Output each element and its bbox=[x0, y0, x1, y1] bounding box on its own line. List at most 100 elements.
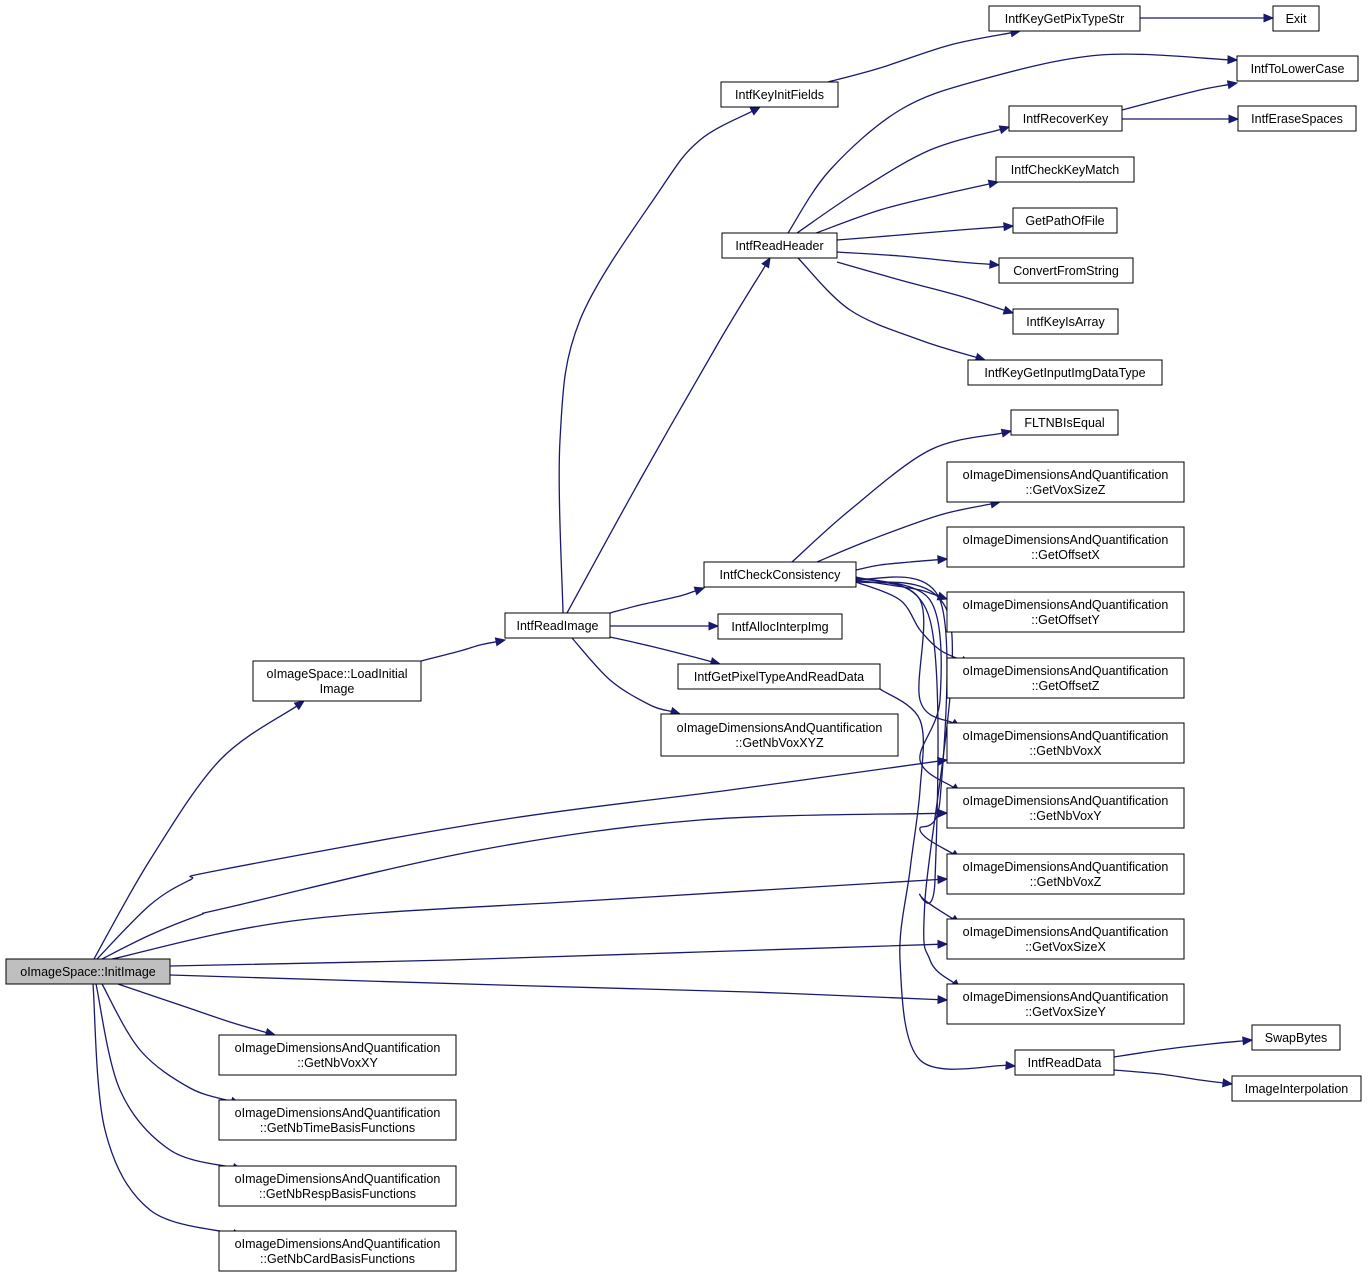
function-node[interactable]: oImageDimensionsAndQuantification::GetVo… bbox=[946, 983, 1185, 1025]
arrowhead-icon bbox=[937, 939, 949, 949]
function-node[interactable]: ConvertFromString bbox=[998, 257, 1134, 284]
function-node[interactable]: IntfReadImage bbox=[504, 612, 611, 639]
edge-line bbox=[855, 577, 954, 788]
arrowhead-icon bbox=[989, 259, 1001, 269]
edge-line bbox=[169, 943, 939, 967]
node-label: IntfEraseSpaces bbox=[1251, 112, 1343, 126]
function-node[interactable]: IntfRecoverKey bbox=[1008, 105, 1123, 132]
node-label: oImageDimensionsAndQuantification bbox=[235, 1172, 441, 1186]
node-label: IntfCheckConsistency bbox=[720, 568, 842, 582]
arrowhead-icon bbox=[937, 875, 949, 885]
edge-line bbox=[117, 983, 267, 1034]
node-box bbox=[1251, 1024, 1341, 1051]
arrowhead-icon bbox=[1000, 428, 1013, 438]
node-box bbox=[252, 660, 422, 702]
function-node[interactable]: IntfKeyInitFields bbox=[720, 81, 839, 108]
function-node[interactable]: IntfEraseSpaces bbox=[1237, 105, 1357, 132]
function-node[interactable]: IntfKeyGetPixTypeStr bbox=[988, 5, 1141, 32]
call-edge-n0-n26 bbox=[111, 875, 949, 960]
node-label: IntfCheckKeyMatch bbox=[1011, 163, 1119, 177]
node-label: ::GetNbCardBasisFunctions bbox=[260, 1252, 415, 1266]
function-node[interactable]: oImageDimensionsAndQuantification::GetNb… bbox=[946, 722, 1185, 764]
node-label: ::GetNbVoxZ bbox=[1030, 875, 1102, 889]
call-edge-n0-n28 bbox=[169, 974, 949, 1005]
function-node[interactable]: oImageDimensionsAndQuantification::GetNb… bbox=[946, 787, 1185, 829]
call-edge-n18-n17 bbox=[855, 555, 949, 571]
function-node[interactable]: oImageDimensionsAndQuantification::GetNb… bbox=[218, 1099, 457, 1141]
edge-line bbox=[797, 257, 977, 359]
function-node[interactable]: IntfGetPixelTypeAndReadData bbox=[677, 663, 881, 690]
function-node[interactable]: oImageDimensionsAndQuantification::GetVo… bbox=[946, 918, 1185, 960]
node-box bbox=[946, 853, 1185, 895]
node-label: ImageInterpolation bbox=[1245, 1082, 1349, 1096]
edge-line bbox=[420, 641, 497, 662]
edge-line bbox=[816, 503, 992, 563]
arrowhead-icon bbox=[749, 106, 762, 116]
node-label: ::GetVoxSizeY bbox=[1025, 1005, 1106, 1019]
arrowhead-icon bbox=[1005, 1060, 1017, 1070]
edge-line bbox=[101, 983, 232, 1102]
arrowhead-icon bbox=[1226, 80, 1239, 90]
node-label: IntfGetPixelTypeAndReadData bbox=[694, 670, 864, 684]
function-node[interactable]: oImageDimensionsAndQuantification::GetNb… bbox=[946, 853, 1185, 895]
function-node[interactable]: oImageDimensionsAndQuantification::GetOf… bbox=[946, 657, 1185, 699]
edge-line bbox=[95, 983, 234, 1169]
function-node[interactable]: GetPathOfFile bbox=[1012, 207, 1118, 234]
function-node[interactable]: Exit bbox=[1272, 5, 1320, 32]
function-node[interactable]: ImageInterpolation bbox=[1231, 1075, 1362, 1102]
function-node[interactable]: IntfKeyIsArray bbox=[1012, 308, 1119, 335]
edge-line bbox=[855, 581, 963, 661]
edge-line bbox=[796, 128, 1001, 234]
function-node[interactable]: oImageDimensionsAndQuantification::GetOf… bbox=[946, 526, 1185, 568]
edge-line bbox=[101, 812, 939, 960]
arrowhead-icon bbox=[1222, 1078, 1234, 1088]
function-node[interactable]: FLTNBIsEqual bbox=[1010, 409, 1119, 436]
node-box bbox=[1008, 105, 1123, 132]
function-node[interactable]: IntfAllocInterpImg bbox=[717, 613, 843, 640]
edge-line bbox=[169, 974, 939, 1001]
arrowhead-icon bbox=[1003, 222, 1015, 232]
node-label: oImageDimensionsAndQuantification bbox=[963, 925, 1169, 939]
function-node[interactable]: oImageDimensionsAndQuantification::GetNb… bbox=[218, 1230, 457, 1272]
arrowhead-icon bbox=[1263, 13, 1275, 23]
function-node[interactable]: oImageDimensionsAndQuantification::GetNb… bbox=[660, 713, 899, 757]
function-node[interactable]: oImageDimensionsAndQuantification::GetVo… bbox=[946, 461, 1185, 503]
node-label: GetPathOfFile bbox=[1025, 214, 1104, 228]
node-box bbox=[218, 1034, 457, 1076]
node-label: Image bbox=[320, 682, 355, 696]
arrowhead-icon bbox=[1227, 55, 1239, 65]
function-node[interactable]: oImageDimensionsAndQuantification::GetNb… bbox=[218, 1034, 457, 1076]
function-node[interactable]: IntfReadHeader bbox=[721, 232, 838, 259]
node-label: Exit bbox=[1286, 12, 1307, 26]
function-node[interactable]: IntfKeyGetInputImgDataType bbox=[967, 359, 1163, 386]
node-label: IntfKeyInitFields bbox=[735, 88, 824, 102]
node-box bbox=[946, 722, 1185, 764]
edge-line bbox=[879, 688, 1007, 1070]
function-node[interactable]: SwapBytes bbox=[1251, 1024, 1341, 1051]
function-node[interactable]: IntfToLowerCase bbox=[1236, 55, 1359, 82]
node-box bbox=[717, 613, 843, 640]
function-node[interactable]: oImageDimensionsAndQuantification::GetOf… bbox=[946, 591, 1185, 633]
node-label: ::GetNbVoxXYZ bbox=[735, 736, 824, 750]
node-box bbox=[1012, 207, 1118, 234]
node-label: IntfReadHeader bbox=[735, 239, 823, 253]
function-node[interactable]: IntfCheckKeyMatch bbox=[995, 156, 1135, 183]
edge-line bbox=[791, 432, 1003, 563]
call-edge-n10-n11 bbox=[836, 222, 1015, 241]
call-edge-n2-n21 bbox=[609, 636, 722, 667]
node-label: ::GetNbVoxX bbox=[1029, 744, 1102, 758]
call-edge-n0-n24 bbox=[96, 756, 949, 960]
edge-line bbox=[836, 226, 1005, 241]
call-edge-n0-n32 bbox=[117, 983, 277, 1037]
node-box bbox=[946, 983, 1185, 1025]
call-edge-n10-n9 bbox=[815, 179, 1000, 234]
node-box bbox=[721, 232, 838, 259]
root-function-node[interactable]: oImageSpace::InitImage bbox=[5, 958, 171, 985]
node-label: IntfKeyGetPixTypeStr bbox=[1005, 12, 1125, 26]
function-node[interactable]: oImageDimensionsAndQuantification::GetNb… bbox=[218, 1165, 457, 1207]
function-node[interactable]: IntfCheckConsistency bbox=[703, 561, 857, 588]
function-node[interactable]: IntfReadData bbox=[1014, 1049, 1115, 1076]
arrowhead-icon bbox=[937, 995, 949, 1005]
call-edge-n0-n34 bbox=[95, 983, 244, 1172]
